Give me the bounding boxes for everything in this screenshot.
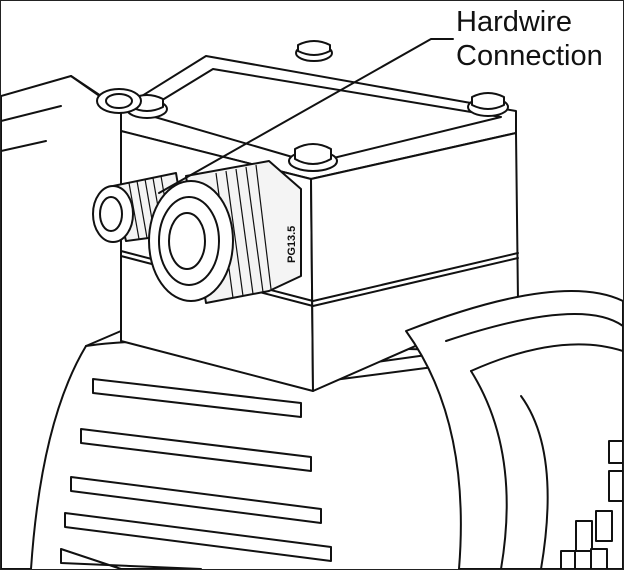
fan-cover	[405, 290, 623, 569]
fan-grille	[560, 440, 623, 569]
large-cable-gland: PG13.5	[148, 160, 302, 304]
threaded-port	[96, 88, 142, 114]
bolt-right	[467, 92, 509, 117]
gland-marking: PG13.5	[286, 226, 298, 263]
bolt-front	[288, 143, 338, 172]
cooling-fins	[60, 378, 332, 569]
lid-bolts	[126, 40, 509, 172]
bolt-back	[295, 40, 333, 62]
callout-label-line-2: Connection	[456, 40, 603, 72]
callout-leader	[158, 38, 454, 194]
callout-label-line-1: Hardwire	[456, 6, 573, 38]
